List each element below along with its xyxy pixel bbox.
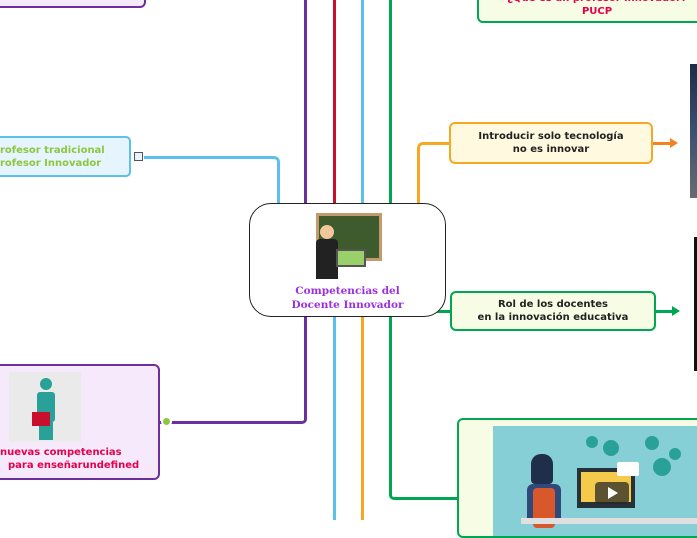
node-line2: PUCP <box>581 5 613 17</box>
connector-red-top <box>333 0 336 204</box>
connector-purple-top <box>304 0 307 204</box>
node-line1: ¿Qué es un profesor innovador? <box>507 0 687 5</box>
node-line2: rofesor Innovador <box>0 157 102 169</box>
node-line1: Rol de los docentes <box>497 299 608 310</box>
node-line2: en la innovación educativa <box>477 312 629 323</box>
connector-purple-bottom <box>160 316 307 424</box>
arrow-rol <box>656 310 674 313</box>
central-title-line2: Docente Innovador <box>291 299 404 311</box>
connector-green-rol <box>434 310 452 313</box>
node-profesor-tradicional[interactable]: rofesor tradicional rofesor Innovador <box>0 136 131 177</box>
node-video[interactable] <box>457 418 697 538</box>
node-line1: nuevas competencias <box>0 447 122 458</box>
node-top-left[interactable] <box>0 0 146 8</box>
arrow-head-icon <box>672 306 680 316</box>
arrow-tecnologia <box>653 142 673 145</box>
image-thumbnail-frame[interactable] <box>694 237 697 371</box>
node-line1: rofesor tradicional <box>0 144 105 156</box>
connector-blue-top <box>361 0 364 204</box>
node-line2: para enseñarundefined <box>8 460 140 471</box>
central-title-line1: Competencias del <box>295 285 400 297</box>
teacher-with-laptop-illustration <box>312 211 384 283</box>
businessman-with-briefcase-icon <box>9 372 81 442</box>
node-pucp[interactable]: ¿Qué es un profesor innovador? PUCP <box>477 0 697 23</box>
play-icon[interactable] <box>595 482 629 504</box>
attachment-icon[interactable] <box>161 416 172 427</box>
arrow-head-icon <box>670 138 678 148</box>
node-line1: Introducir solo tecnología <box>478 131 624 142</box>
node-introducir-tecnologia[interactable]: Introducir solo tecnología no es innovar <box>449 122 653 164</box>
connector-tecnologia <box>417 142 451 204</box>
node-line2: no es innovar <box>512 144 590 155</box>
connector-orange-bottom <box>361 316 364 520</box>
link-icon[interactable] <box>134 152 143 161</box>
online-teacher-video-thumbnail[interactable] <box>493 426 697 536</box>
connector-green-top <box>389 0 392 204</box>
connector-green-video <box>389 316 459 500</box>
connector-blue-bottom <box>333 316 336 520</box>
node-nuevas-competencias[interactable]: nuevas competencias para enseñarundefine… <box>0 364 160 480</box>
connector-tradicional <box>144 156 280 206</box>
node-rol-docentes[interactable]: Rol de los docentes en la innovación edu… <box>450 291 656 331</box>
image-thumbnail-dark[interactable] <box>690 64 697 198</box>
central-topic[interactable]: Competencias del Docente Innovador <box>249 203 446 317</box>
